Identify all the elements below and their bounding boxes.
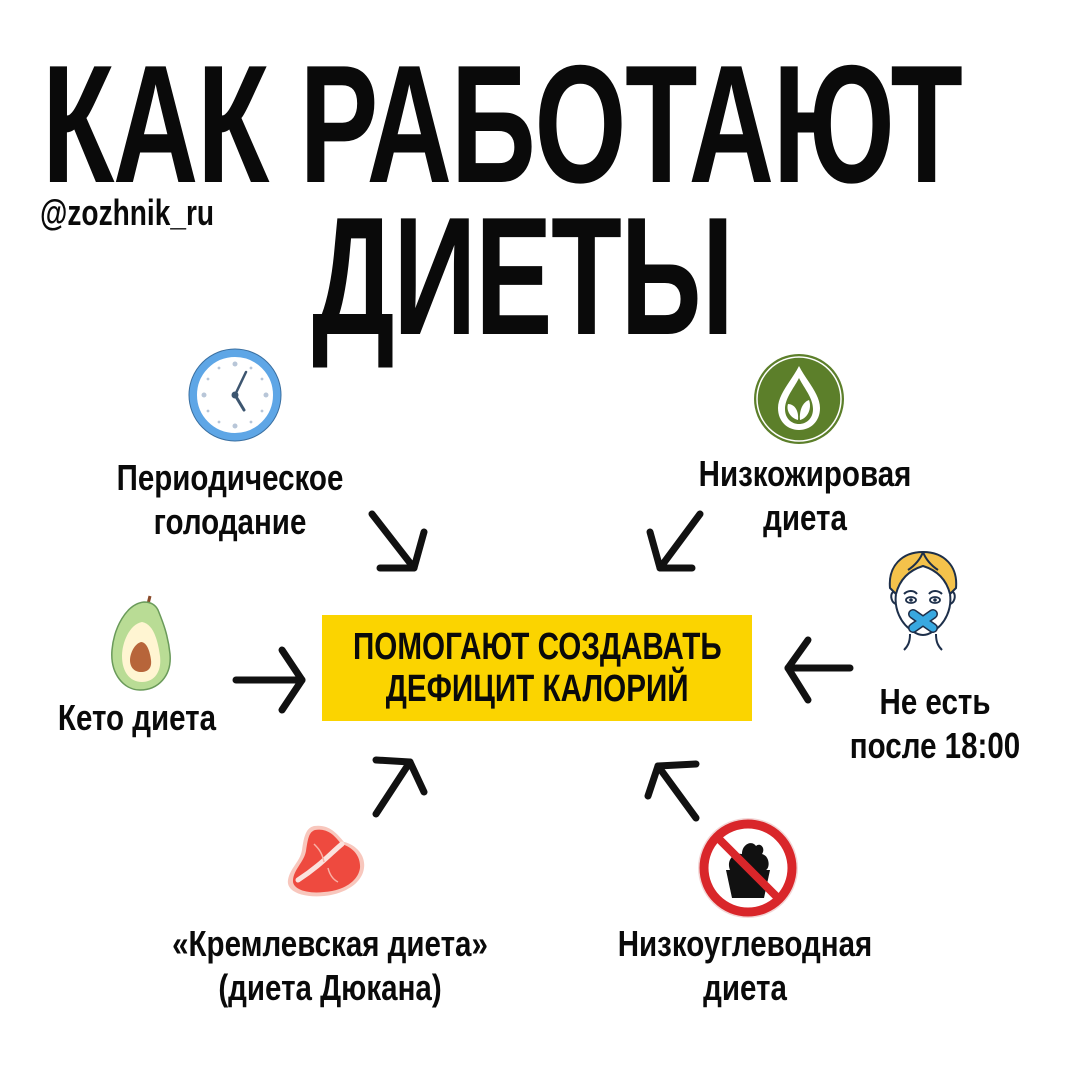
drop-leaf-icon: [752, 352, 846, 446]
label-line: голодание: [153, 501, 307, 542]
label-no-eating-after-18: Не есть после 18:00: [841, 680, 1030, 768]
arrow-down-left-icon: [646, 510, 704, 572]
arrow-up-left-icon: [644, 760, 700, 822]
label-line: диета: [763, 497, 847, 538]
arrow-up-right-icon: [372, 756, 428, 818]
no-cake-icon: [696, 816, 800, 920]
page-title-line1: КАК РАБОТАЮТ: [42, 30, 963, 218]
arrow-right-icon: [232, 646, 306, 714]
label-line: Кето диета: [57, 697, 217, 738]
center-line1: ПОМОГАЮТ СОЗДАВАТЬ: [352, 626, 722, 668]
page-title-line2: ДИЕТЫ: [312, 182, 734, 370]
arrow-left-icon: [784, 636, 854, 704]
clock-icon: [188, 348, 282, 442]
center-message-box: ПОМОГАЮТ СОЗДАВАТЬ ДЕФИЦИТ КАЛОРИЙ: [322, 615, 752, 721]
label-line: Низкожировая: [698, 453, 912, 494]
label-line: Не есть: [879, 681, 991, 722]
label-line: диета: [703, 967, 787, 1008]
label-kremlin-dukan: «Кремлевская диета» (диета Дюкана): [158, 922, 502, 1010]
label-low-carb: Низкоуглеводная диета: [610, 922, 881, 1010]
label-keto: Кето диета: [51, 696, 223, 740]
label-line: (диета Дюкана): [218, 967, 442, 1008]
label-low-fat: Низкожировая диета: [686, 452, 924, 540]
label-line: Периодическое: [116, 457, 344, 498]
label-line: Низкоуглеводная: [617, 923, 873, 964]
label-line: «Кремлевская диета»: [172, 923, 488, 964]
gagged-face-icon: [880, 548, 966, 652]
avocado-icon: [104, 594, 176, 694]
arrow-down-right-icon: [368, 510, 428, 572]
steak-icon: [284, 822, 368, 902]
center-line2: ДЕФИЦИТ КАЛОРИЙ: [385, 668, 689, 710]
label-intermittent-fasting: Периодическое голодание: [115, 456, 345, 544]
label-line: после 18:00: [849, 725, 1021, 766]
author-handle: @zozhnik_ru: [40, 192, 215, 233]
